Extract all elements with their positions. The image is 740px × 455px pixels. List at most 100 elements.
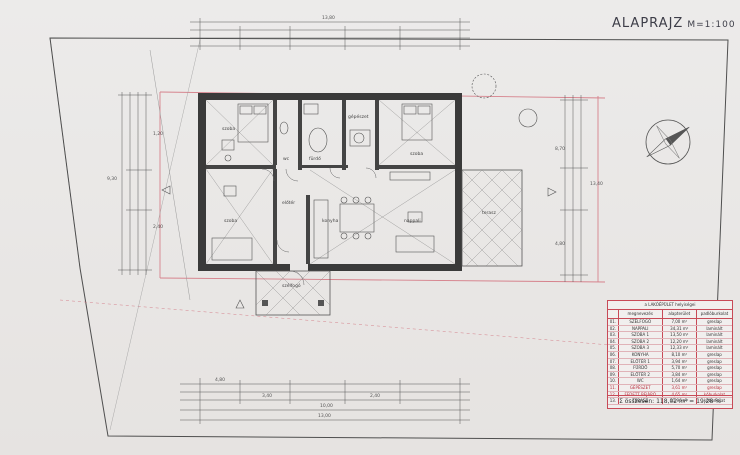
guide-line <box>149 49 191 301</box>
building-line-bottom <box>159 277 606 283</box>
bathroom-fixtures <box>279 103 371 153</box>
table-cell-n: 08. <box>608 365 619 371</box>
table-cell-name: SZÉLFOGÓ <box>619 319 663 325</box>
room-label-szoba1: szoba <box>222 126 235 132</box>
table-cell-floor: greslap <box>707 351 722 357</box>
dim-bottom-mid: 10,00 <box>320 403 333 409</box>
table-cell-floor: greslap <box>707 358 722 364</box>
total-label: Σ összesen: <box>619 398 655 405</box>
guide-line-2 <box>109 39 201 431</box>
dim-bottom-overall: 13,00 <box>318 413 331 419</box>
total-area: 118,02 m² <box>656 398 688 405</box>
dim-tick-c: 3,40 <box>262 393 272 399</box>
table-cell-floor: greslap <box>707 365 722 371</box>
room-diagonals <box>205 99 456 265</box>
table-cell-area: 4,65 m² <box>663 391 697 398</box>
table-cell-name: NAPPALI <box>619 325 663 332</box>
table-total: Σ összesen: 118,02 m² = 19,28 % <box>608 395 732 408</box>
title-scale: M=1:100 <box>687 20 736 30</box>
table-cell-floor: greslap <box>707 384 722 390</box>
table-cell-area: 13,50 m² <box>663 332 697 338</box>
room-label-szoba3: szoba <box>224 218 237 224</box>
table-cell-name: FEDETT BEJÁRÓ <box>619 391 663 398</box>
table-cell-area: 7,00 m² <box>663 319 697 325</box>
sofa <box>395 211 435 253</box>
north-arrow-icon <box>645 119 691 165</box>
room-label-terasz: terasz <box>482 210 496 216</box>
dim-right-b: 4,80 <box>555 241 565 247</box>
room-label-gepeszet: gépészet <box>348 113 369 120</box>
table-cell-name: WC <box>619 378 663 384</box>
column-header: padlóburkolat <box>700 311 729 316</box>
table-cell-name: ELŐTÉR 1 <box>619 358 663 365</box>
interior-walls <box>206 100 455 264</box>
table-cell-area: 12,33 m² <box>663 345 697 351</box>
table-cell-floor: greslap <box>707 378 722 384</box>
room-label-szoba2: szoba <box>410 151 423 157</box>
table-cell-name: TERASZ <box>619 398 663 404</box>
room-label-eloszto: előtér <box>282 199 295 206</box>
exterior-walls <box>198 93 462 271</box>
room-schedule-table: a LAKÓÉPÜLET helyiségei megnevezés alapt… <box>607 300 733 409</box>
table-cell-floor: laminált <box>706 332 723 338</box>
desk-szoba1 <box>221 139 235 162</box>
table-cell-n: 13. <box>608 398 619 404</box>
table-cell-name: SZOBA 3 <box>619 345 663 351</box>
table-cell-floor: laminált <box>706 325 723 331</box>
dim-bottom-left: 4,80 <box>215 377 225 383</box>
title-main: ALAPRAJZ <box>612 16 684 31</box>
room-label-nappali: nappali <box>404 218 421 224</box>
bed-szoba3 <box>211 237 253 261</box>
bed-szoba2 <box>401 103 433 141</box>
setback-line <box>59 299 611 346</box>
room-label-wc: wc <box>283 157 290 162</box>
table-cell-floor: kőburkolat <box>703 391 726 397</box>
table-cell-floor: greslap <box>707 319 722 324</box>
total-pct: 19,28 % <box>696 398 721 405</box>
table-cell-floor: laminált <box>706 338 723 344</box>
table-cell-area: 3,84 m² <box>663 371 697 378</box>
bed-szoba1 <box>237 103 269 143</box>
table-header: a LAKÓÉPÜLET helyiségei <box>608 301 732 310</box>
dim-top-overall: 13,80 <box>322 15 335 21</box>
site-boundary-dash <box>49 37 81 269</box>
covered-entrance <box>255 270 331 316</box>
table-cell-n: 01. <box>608 319 619 325</box>
table-cell-area: 34,31 m² <box>663 325 697 332</box>
column-header: megnevezés <box>619 310 663 318</box>
table-cell-area: 1,64 m² <box>663 378 697 384</box>
table-cell-area: 3,61 m² <box>663 384 697 391</box>
table-cell-n: 05. <box>608 345 619 351</box>
table-cell-n: 03. <box>608 332 619 338</box>
dim-tick-b: 2,40 <box>153 224 163 230</box>
dimension-chain-left <box>118 92 152 275</box>
column-header: alapterület <box>663 310 697 318</box>
table-cell-floor: kőburkolat <box>703 398 726 404</box>
table-cell-name: SZOBA 2 <box>619 338 663 345</box>
tree <box>471 73 538 128</box>
room-label-konyha: konyha <box>322 218 339 224</box>
column-header <box>608 310 619 318</box>
dim-right-a: 8,70 <box>555 146 565 152</box>
table-cell-floor: laminált <box>706 345 723 351</box>
table-cell-n: 10. <box>608 378 619 384</box>
table-cell-n: 09. <box>608 371 619 378</box>
room-label-szelfogo: szélfogó <box>282 282 301 289</box>
table-cell-name: KONYHA <box>619 351 663 358</box>
dimension-chain-right <box>560 95 588 282</box>
dim-tick-d: 2,40 <box>370 393 380 399</box>
table-cell-n: 07. <box>608 358 619 365</box>
